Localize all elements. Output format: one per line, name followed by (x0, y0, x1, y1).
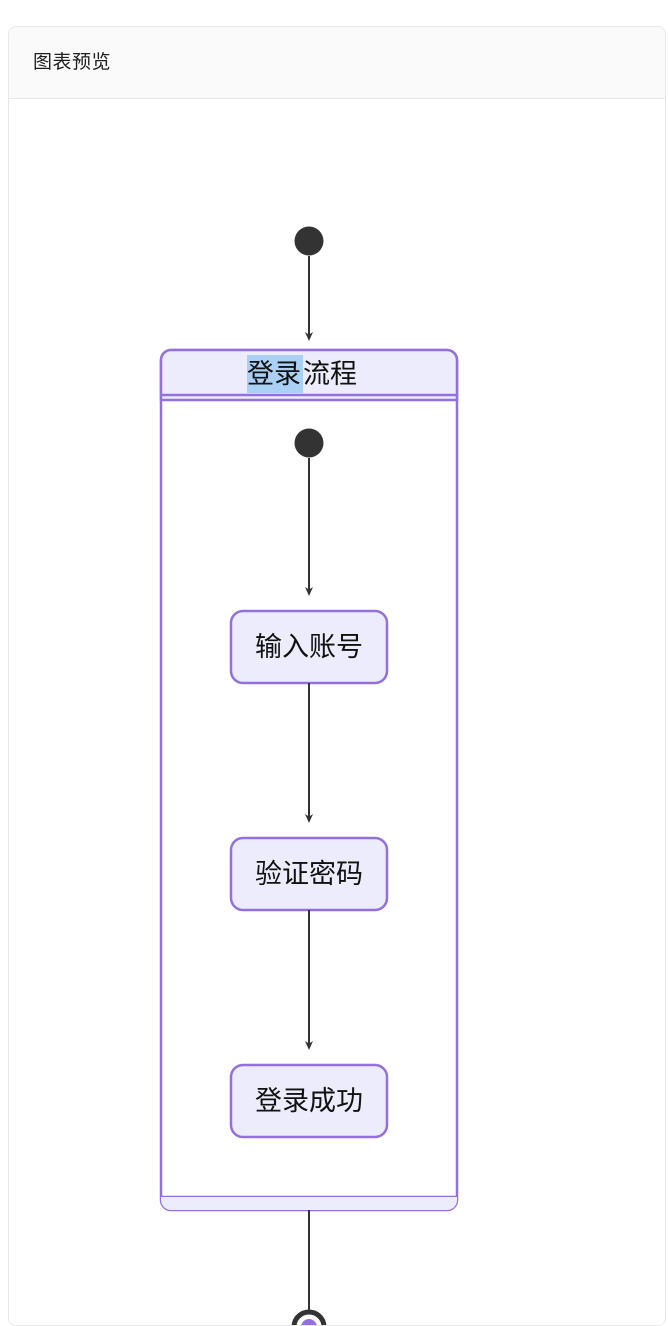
chart-preview-header: 图表预览 (9, 27, 665, 99)
page-title: 图表预览 (33, 52, 112, 73)
state-node-input-account[interactable]: 输入账号 (229, 609, 389, 685)
state-node-input-account-label: 输入账号 (255, 632, 363, 662)
chart-preview-card: 图表预览 登录 流程 (8, 26, 666, 1326)
diagram-canvas[interactable]: 登录 流程 输入账号 验证密码 (9, 99, 665, 1325)
composite-state-title-bar (159, 348, 459, 402)
outer-start-node[interactable] (294, 226, 324, 256)
state-node-verify-password[interactable]: 验证密码 (229, 836, 389, 912)
composite-title-unselected: 流程 (303, 359, 357, 389)
composite-title-selected: 登录 (247, 359, 301, 389)
state-node-verify-password-label: 验证密码 (255, 859, 363, 889)
composite-state-login-flow[interactable]: 登录 流程 输入账号 验证密码 (159, 348, 459, 1212)
composite-bottom-strip (161, 1197, 457, 1210)
inner-start-node[interactable] (294, 428, 324, 458)
state-diagram-svg[interactable]: 登录 流程 输入账号 验证密码 (9, 99, 665, 1325)
state-node-login-success-box (229, 1063, 389, 1139)
state-node-login-success[interactable]: 登录成功 (229, 1063, 389, 1139)
state-node-login-success-label: 登录成功 (255, 1086, 363, 1116)
title-selection-highlight (247, 355, 303, 393)
end-state-node[interactable] (291, 1309, 327, 1325)
